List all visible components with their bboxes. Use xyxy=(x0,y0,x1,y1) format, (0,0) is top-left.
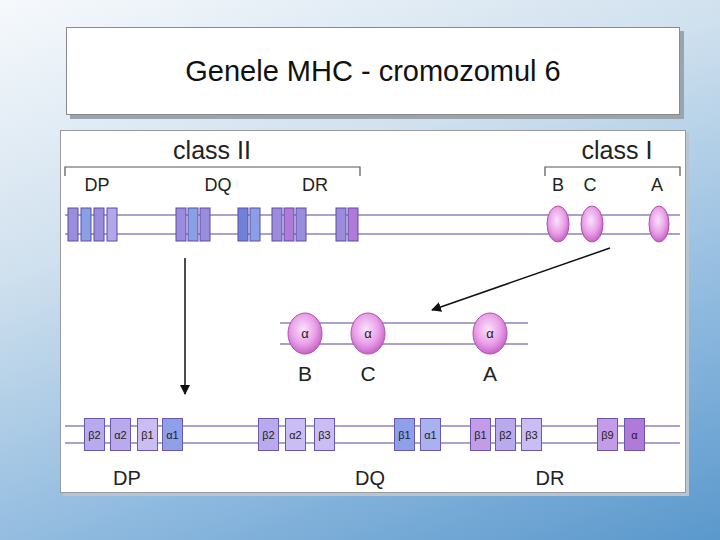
gene-label: C xyxy=(360,362,375,386)
gene-circle xyxy=(547,206,669,242)
locus-label: C xyxy=(584,175,597,196)
gene-symbol: β2 xyxy=(499,429,511,441)
gene-box: α1 xyxy=(420,418,441,451)
gene-symbol: α xyxy=(486,326,494,341)
gene-symbol: β1 xyxy=(141,429,153,441)
gene-box: β2 xyxy=(84,418,105,451)
gene-symbol: β1 xyxy=(474,429,486,441)
gene-box: α2 xyxy=(110,418,131,451)
gene-symbol: β2 xyxy=(88,429,100,441)
gene-circle: α xyxy=(287,312,323,355)
gene-symbol: α2 xyxy=(289,429,301,441)
class-label: class II xyxy=(173,136,251,165)
title-box: Genele MHC - cromozomul 6 xyxy=(66,27,680,115)
gene-box: α xyxy=(624,418,645,451)
gene-symbol: α xyxy=(631,429,637,441)
gene-symbol: α2 xyxy=(114,429,126,441)
gene-symbol: β3 xyxy=(525,429,537,441)
locus-label: DR xyxy=(302,175,328,196)
class-label: class I xyxy=(582,136,653,165)
gene-symbol: α xyxy=(301,326,309,341)
gene-symbol: α1 xyxy=(424,429,436,441)
region-label: DP xyxy=(113,467,141,490)
gene-symbol: β9 xyxy=(601,429,613,441)
gene-box: α2 xyxy=(285,418,306,451)
title-text: Genele MHC - cromozomul 6 xyxy=(185,55,561,88)
gene-circle: α xyxy=(350,312,386,355)
gene-symbol: β3 xyxy=(318,429,330,441)
gene-box: β9 xyxy=(597,418,618,451)
gene-symbol: β2 xyxy=(262,429,274,441)
region-label: DQ xyxy=(355,467,385,490)
zoom-arrow xyxy=(185,248,610,394)
region-label: DR xyxy=(536,467,565,490)
locus-label: A xyxy=(651,175,663,196)
gene-box xyxy=(68,208,358,241)
gene-box: β3 xyxy=(314,418,335,451)
gene-symbol: α1 xyxy=(166,429,178,441)
gene-symbol: α xyxy=(364,326,372,341)
locus-label: DP xyxy=(84,175,109,196)
locus-label: DQ xyxy=(205,175,232,196)
gene-box: β2 xyxy=(495,418,516,451)
gene-box: β3 xyxy=(521,418,542,451)
gene-label: A xyxy=(483,362,497,386)
gene-circle: α xyxy=(472,312,508,355)
locus-label: B xyxy=(552,175,564,196)
gene-box: β1 xyxy=(470,418,491,451)
gene-label: B xyxy=(298,362,312,386)
gene-symbol: β1 xyxy=(398,429,410,441)
gene-box: α1 xyxy=(162,418,183,451)
gene-box: β1 xyxy=(137,418,158,451)
gene-box: β1 xyxy=(394,418,415,451)
gene-box: β2 xyxy=(258,418,279,451)
